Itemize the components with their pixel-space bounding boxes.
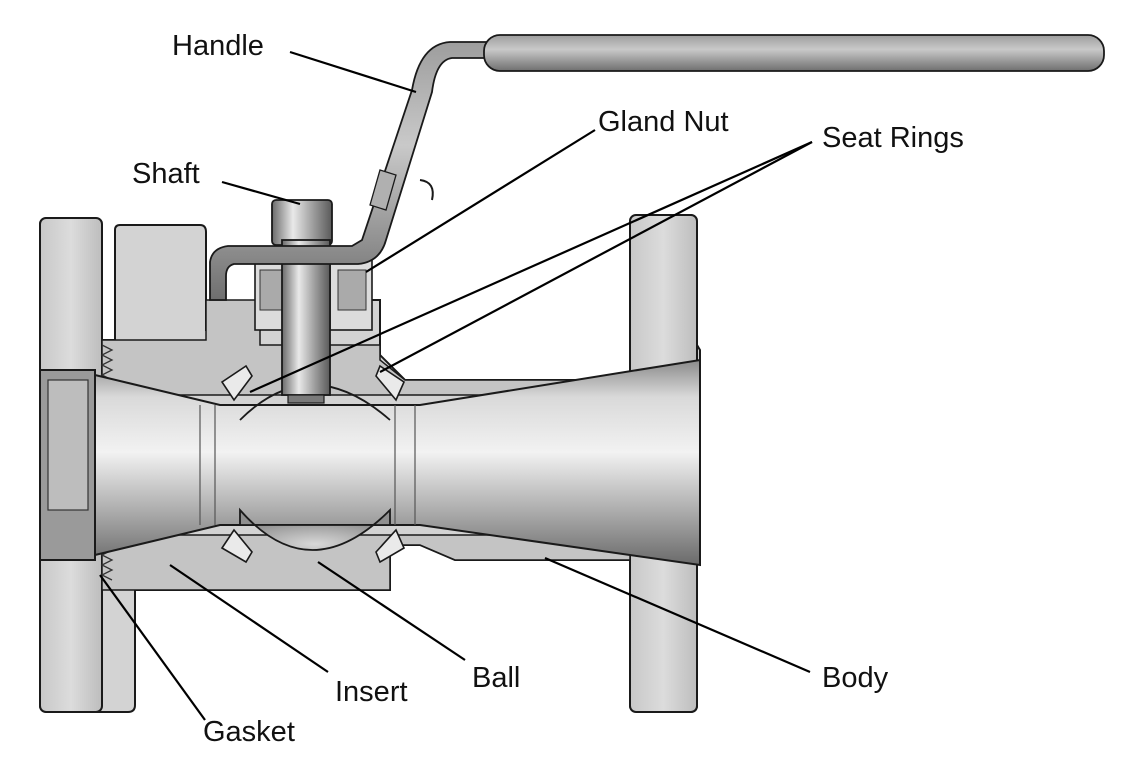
label-ball: Ball [472,662,521,694]
flow-bore [39,358,701,567]
gland-nut-leader [365,129,596,273]
body-leader [544,556,811,674]
leader-lines [99,50,813,721]
label-body: Body [822,662,889,694]
seat-ring-leader-2 [379,141,813,373]
label-seat-rings: Seat Rings [822,122,964,154]
gasket-leader [99,574,206,721]
handle [209,34,1105,301]
label-insert: Insert [335,676,408,708]
insert-leader [169,564,329,673]
handle-leader [289,50,417,94]
seat-ring-leader-1 [249,140,813,394]
shaft [271,199,333,404]
label-handle: Handle [172,30,264,62]
shaft-leader [221,180,301,206]
ball-leader [317,561,466,661]
label-shaft: Shaft [132,158,200,190]
seat-rings [220,364,406,564]
label-gasket: Gasket [203,716,295,748]
label-gland-nut: Gland Nut [598,106,729,138]
